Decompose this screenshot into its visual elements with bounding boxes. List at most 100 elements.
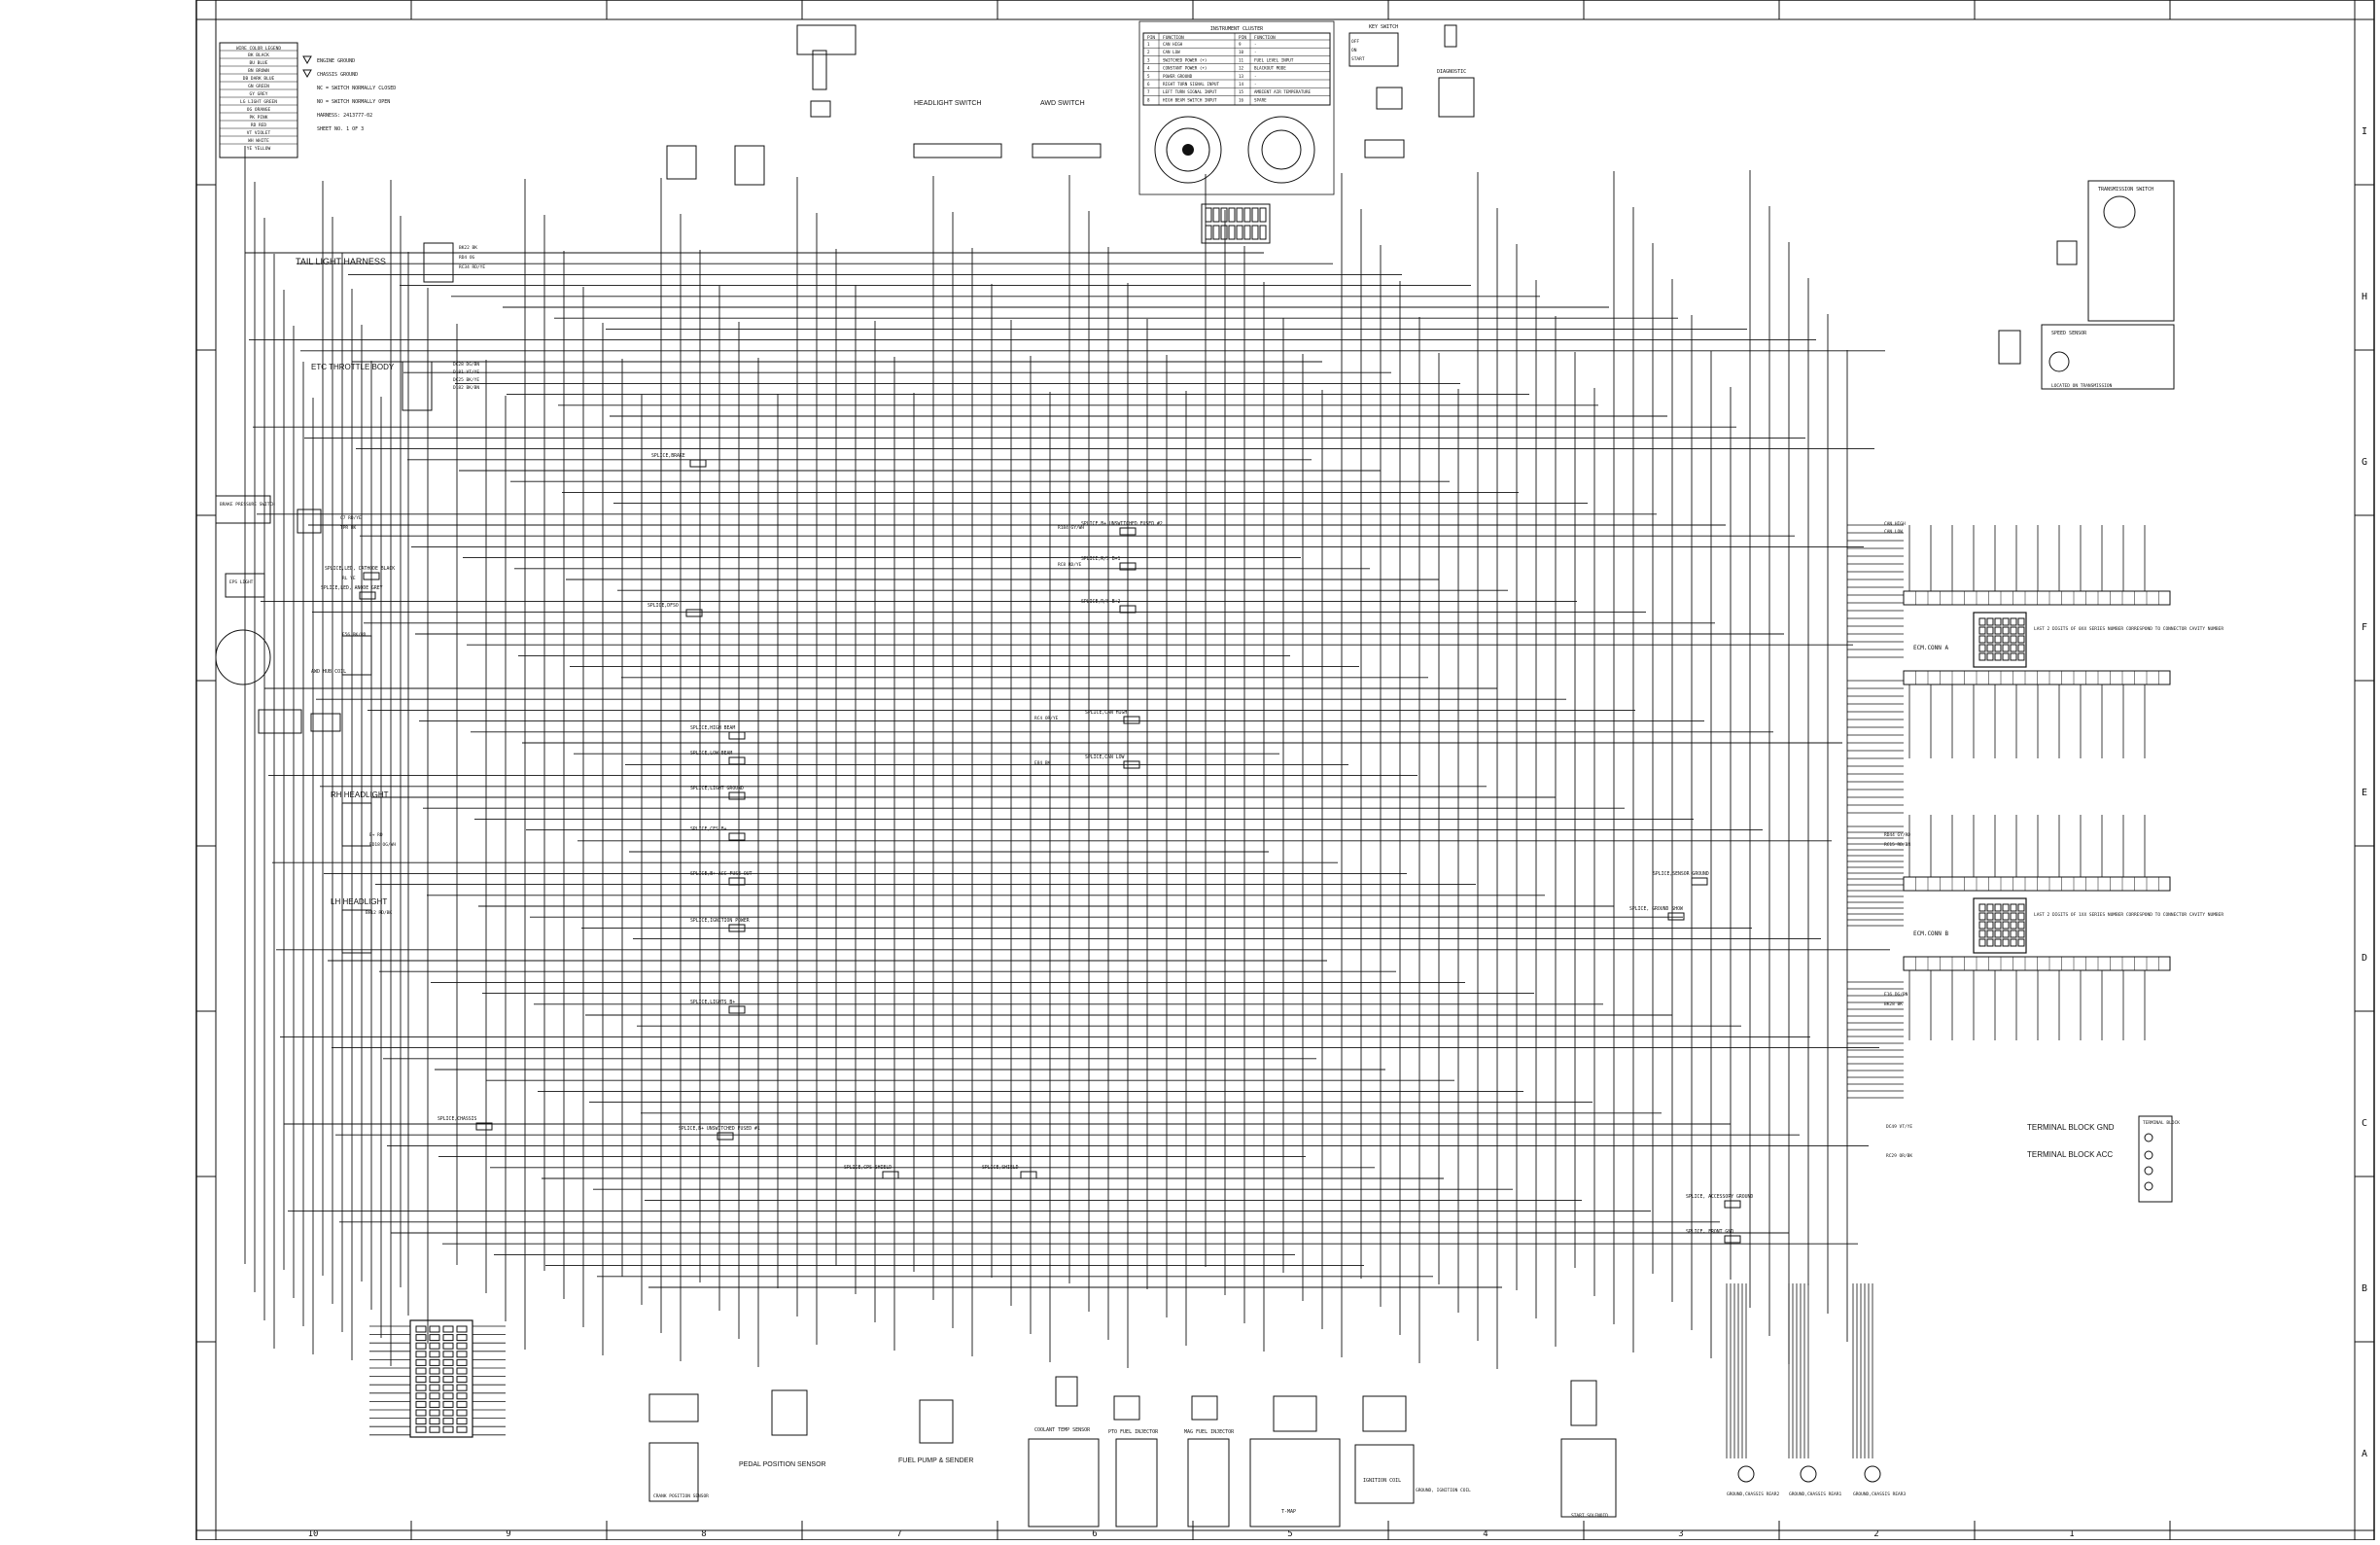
wire-code: E16 DG/BN (1884, 992, 1908, 998)
legend-title: WIRE COLOR LEGEND (236, 46, 281, 52)
ecm-pin (2002, 617, 2010, 626)
ecm-pin (2010, 938, 2017, 947)
legend-row: WH WHITE (248, 138, 269, 144)
instrument-table-cell: 12 (1239, 66, 1244, 71)
ecm-note: LAST 2 DIGITS OF 1XX SERIES NUMBER CORRE… (2034, 912, 2223, 918)
main-connector-pin (429, 1376, 440, 1384)
inner-border (215, 18, 2356, 1531)
ecm-pin (1978, 912, 1986, 921)
main-connector-pin (456, 1425, 468, 1433)
ecm-pin (1978, 617, 1986, 626)
ecm-pin (2010, 903, 2017, 912)
terminal-block-acc-label: TERMINAL BLOCK ACC (2027, 1150, 2113, 1159)
tmap-connector (1273, 1395, 1317, 1432)
diagnostic-plug (1444, 24, 1457, 48)
speed-sensor-connector (1998, 330, 2021, 365)
legend-row: YE YELLOW (247, 146, 271, 152)
diagnostic-connector (1438, 77, 1475, 118)
instrument-table-header: FUNCTION (1163, 35, 1184, 41)
tmap-frame (1249, 1438, 1341, 1527)
wire-code: RC15 RD/BN (1884, 842, 1910, 848)
splice-label: SPLICE, FRONT GND (1686, 1229, 1733, 1235)
transmission-switch-label: TRANSMISSION SWITCH (2098, 187, 2153, 193)
terminal-block-gnd-label: TERMINAL BLOCK GND (2027, 1123, 2115, 1132)
instrument-table-cell: 15 (1239, 89, 1244, 94)
main-connector-pin (442, 1342, 454, 1350)
ecm-pin (1986, 912, 1994, 921)
main-connector-pin (415, 1425, 427, 1433)
ecm-pin (1994, 635, 2002, 644)
main-connector-pin (456, 1358, 468, 1366)
main-connector-pin (429, 1367, 440, 1375)
zone-letter: F (2362, 622, 2367, 633)
start-solenoid-frame (1560, 1438, 1617, 1518)
ecm-pin-strip (1903, 956, 2171, 971)
zone-number: 1 (2069, 1529, 2074, 1539)
splice-label: SPLICE,B+ UNSWITCHED FUSED #2 (1081, 521, 1163, 527)
ecm-pin-strip (1903, 876, 2171, 892)
display-gauge (1247, 116, 1315, 184)
key-switch-title: KEY SWITCH (1369, 24, 1398, 30)
ecm-pin (2010, 626, 2017, 635)
speedometer-hub (1182, 144, 1194, 156)
ecm-pin (1978, 626, 1986, 635)
wire-code: DC25 BK/YE (453, 377, 479, 383)
ecm-pin (2010, 652, 2017, 661)
instrument-table-cell: 4 (1147, 66, 1150, 71)
terminal-block (2138, 1115, 2173, 1203)
tail-light-connector (423, 242, 454, 283)
main-connector-pin (429, 1392, 440, 1400)
instrument-table-cell: 14 (1239, 82, 1244, 87)
instrument-table-cell: 2 (1147, 50, 1150, 54)
instrument-table-header: FUNCTION (1254, 35, 1276, 41)
splice-label: SPLICE,HIGH BEAM (690, 725, 735, 731)
terminal-stud (2144, 1181, 2153, 1191)
key-switch-table (1348, 32, 1399, 67)
main-connector-pin (415, 1334, 427, 1342)
ecm-pin (2017, 617, 2025, 626)
main-connector-pin (415, 1409, 427, 1417)
zone-number: 9 (506, 1529, 510, 1539)
zone-letter: I (2362, 126, 2367, 137)
zone-number: 8 (701, 1529, 706, 1539)
ecm-pin (1986, 626, 1994, 635)
splice-node (359, 591, 376, 600)
splice-label: SPLICE,CAN HIGH (1085, 710, 1127, 716)
instrument-table-cell: 16 (1239, 97, 1244, 102)
ecm-pin (1994, 617, 2002, 626)
splice-label: SPLICE,B+ ACC FUSE OUT (690, 871, 752, 877)
zone-letter: B (2362, 1283, 2367, 1294)
coolant-connector (1055, 1376, 1078, 1407)
transmission-switch-frame (2087, 180, 2175, 322)
instrument-cluster-frame (1138, 20, 1335, 195)
pedal-connector (771, 1389, 808, 1436)
connector-pin (1251, 225, 1259, 240)
splice-label: SPLICE,LIGHTS B+ (690, 1000, 735, 1005)
instrument-connector (1201, 203, 1271, 244)
wire-code: BK28 BK (1884, 1001, 1903, 1007)
ecm-pin (2017, 652, 2025, 661)
ecm-pin (1986, 903, 1994, 912)
legend-row: PK PINK (250, 115, 268, 121)
main-connector-pin (442, 1425, 454, 1433)
instrument-table-cell: 11 (1239, 57, 1244, 62)
ecm-pin (2010, 921, 2017, 930)
main-connector-pin (456, 1409, 468, 1417)
ecm-pin (2002, 635, 2010, 644)
pto-injector-connector (1113, 1395, 1140, 1421)
connector-pin (1228, 225, 1236, 240)
ecm-pin (1986, 938, 1994, 947)
wire-code: D182 BK/BN (453, 385, 479, 391)
main-connector-pin (442, 1418, 454, 1425)
instrument-table-cell: - (1254, 42, 1257, 47)
splice-node (475, 1122, 493, 1131)
eps-light-label: EPS LIGHT (229, 579, 254, 585)
wire-code: RD18 OG/WH (369, 842, 396, 848)
ecm-pin-strip (1903, 590, 2171, 606)
etc-throttle-connector (402, 361, 433, 411)
instrument-table-cell: - (1254, 50, 1257, 54)
ecm-pin (2010, 617, 2017, 626)
wire-code: DC49 VT/YE (1886, 1124, 1912, 1130)
